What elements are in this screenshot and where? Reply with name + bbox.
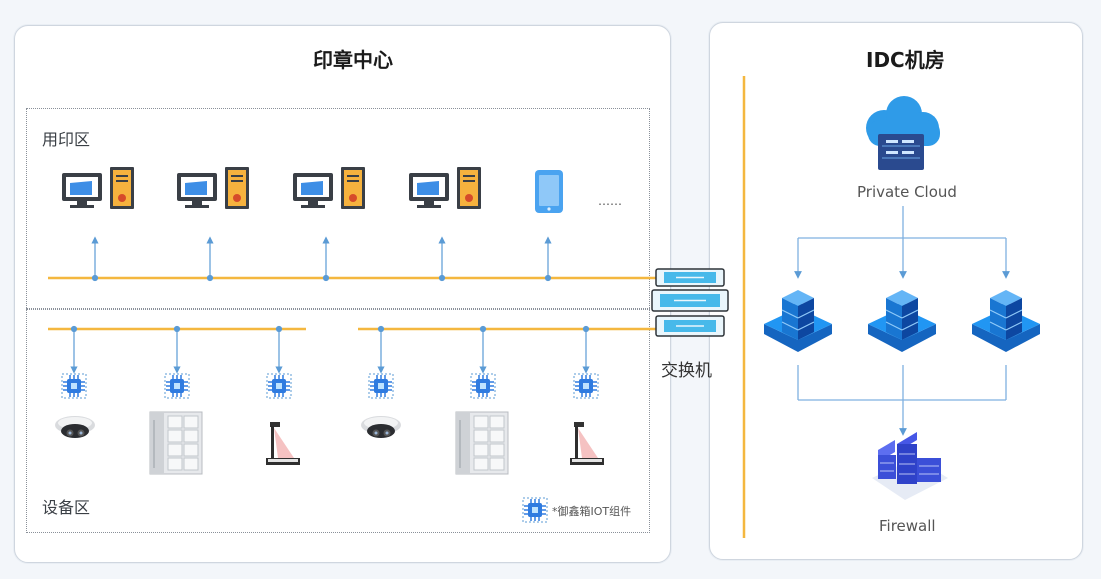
server-icon bbox=[763, 289, 833, 353]
switch-icon bbox=[651, 268, 729, 337]
private-cloud-label: Private Cloud bbox=[857, 183, 957, 201]
computer-icon bbox=[62, 167, 134, 209]
usage-zone bbox=[26, 108, 650, 310]
connector-dot bbox=[438, 274, 446, 282]
device-zone bbox=[26, 308, 650, 533]
iot-chip-icon bbox=[61, 373, 87, 399]
switch-label: 交换机 bbox=[661, 361, 712, 381]
iot-chip-icon bbox=[368, 373, 394, 399]
computer-icon bbox=[177, 167, 249, 209]
bus-gap bbox=[306, 326, 358, 332]
private-cloud-icon bbox=[866, 96, 940, 170]
connector-dot bbox=[70, 325, 78, 333]
server-icon bbox=[867, 289, 937, 353]
connector-dot bbox=[322, 274, 330, 282]
iot-chip-icon bbox=[164, 373, 190, 399]
firewall-icon bbox=[872, 432, 948, 500]
connector-dot bbox=[377, 325, 385, 333]
server-firewall-connectors bbox=[797, 365, 1007, 436]
firewall-label: Firewall bbox=[879, 517, 936, 535]
iot-legend-text: *御鑫箱IOT组件 bbox=[552, 505, 632, 518]
tablet-icon bbox=[535, 170, 563, 213]
document-scanner-icon bbox=[266, 422, 300, 465]
camera-icon bbox=[361, 416, 401, 438]
connector-dot bbox=[173, 325, 181, 333]
computer-icon bbox=[409, 167, 481, 209]
connector-dot bbox=[275, 325, 283, 333]
connector-dot bbox=[582, 325, 590, 333]
camera-icon bbox=[55, 416, 95, 438]
computer-icon bbox=[293, 167, 365, 209]
server-icon bbox=[971, 289, 1041, 353]
document-scanner-icon bbox=[570, 422, 604, 465]
connector-dot bbox=[206, 274, 214, 282]
connector-dot bbox=[91, 274, 99, 282]
seal-center-panel bbox=[14, 25, 671, 563]
iot-legend-chip-icon bbox=[522, 497, 548, 523]
cloud-server-connectors bbox=[794, 206, 1010, 279]
iot-chip-icon bbox=[573, 373, 599, 399]
usage-zone-label: 用印区 bbox=[42, 130, 91, 149]
connector-dot bbox=[479, 325, 487, 333]
idc-room-title: IDC机房 bbox=[866, 48, 945, 72]
more-ellipsis: …… bbox=[598, 194, 622, 208]
seal-cabinet-icon bbox=[455, 411, 509, 475]
seal-center-title: 印章中心 bbox=[313, 48, 393, 72]
iot-chip-icon bbox=[470, 373, 496, 399]
connector-dot bbox=[544, 274, 552, 282]
iot-chip-icon bbox=[266, 373, 292, 399]
seal-cabinet-icon bbox=[149, 411, 203, 475]
device-zone-label: 设备区 bbox=[42, 498, 91, 517]
